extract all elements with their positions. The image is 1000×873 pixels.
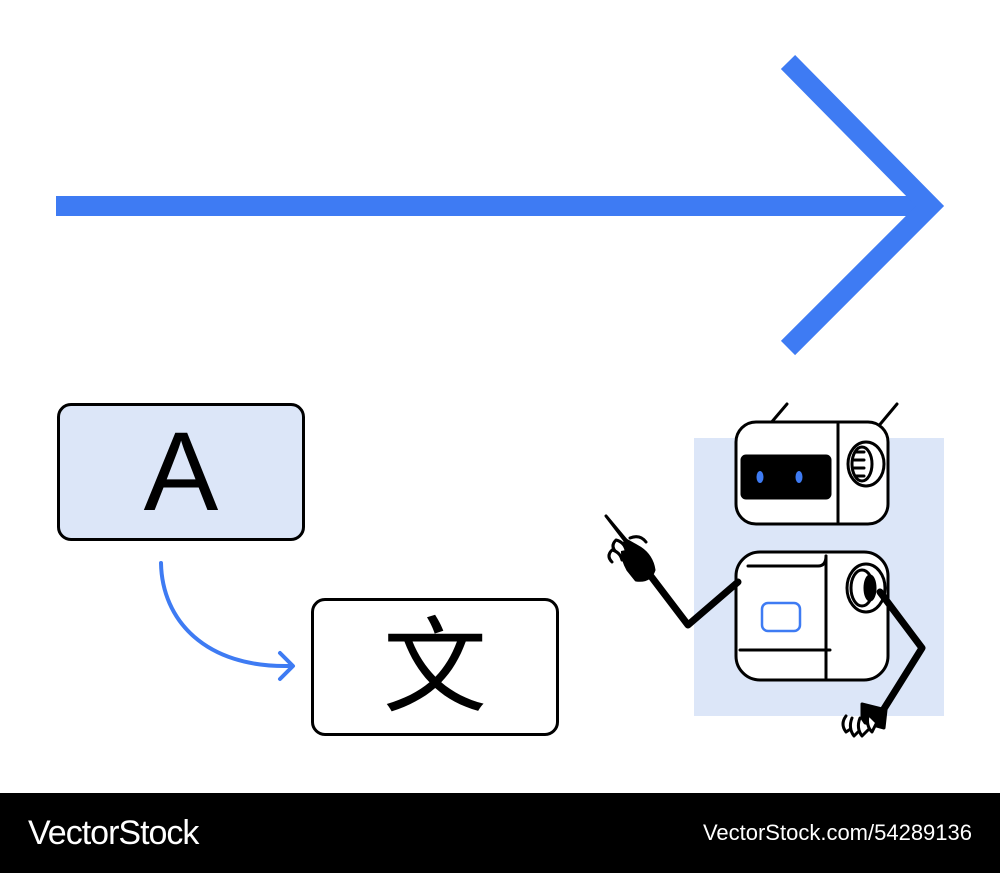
- source-letter-tile: A: [57, 403, 305, 541]
- illustration-canvas: [56, 54, 945, 738]
- source-letter: A: [143, 409, 219, 534]
- target-glyph-tile: 文: [311, 598, 559, 736]
- curved-arrow-icon: [159, 561, 295, 681]
- brand-logo: VectorStock: [28, 813, 199, 852]
- target-glyph: 文: [382, 606, 487, 728]
- arrow-right-icon: [56, 54, 945, 356]
- footer-bar: VectorStock VectorStock.com/54289136: [0, 793, 1000, 873]
- image-id-label: VectorStock.com/54289136: [702, 820, 972, 845]
- robot-icon: [604, 402, 926, 738]
